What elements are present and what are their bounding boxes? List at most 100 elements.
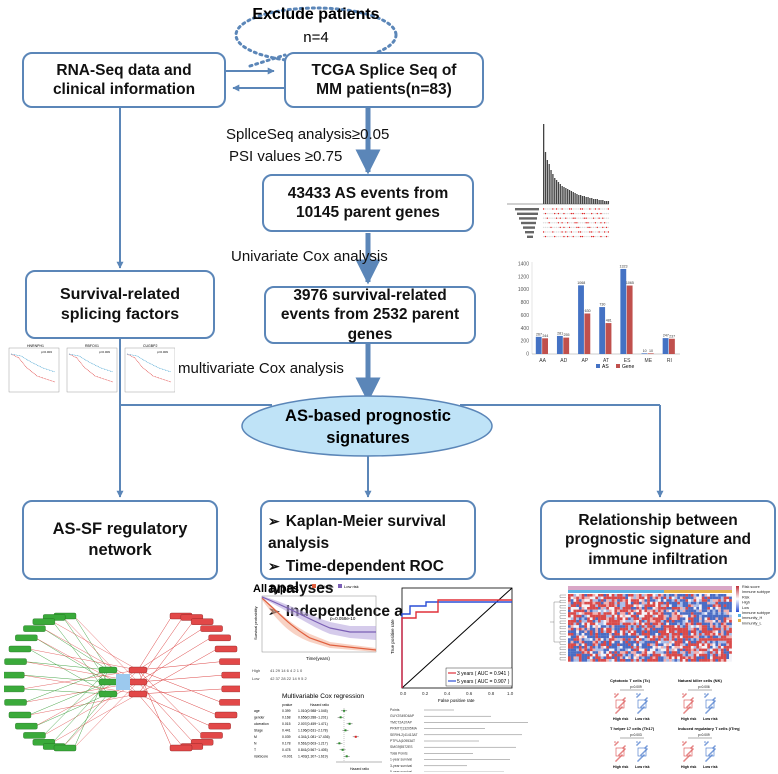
heatmap-cell [625, 646, 629, 649]
heatmap-cell [674, 638, 678, 641]
heatmap-cell [729, 635, 732, 639]
heatmap-cell [608, 596, 612, 600]
heatmap-cell [660, 614, 664, 618]
heatmap-cell [693, 633, 697, 636]
heatmap-cell [663, 648, 667, 652]
heatmap-cell [625, 640, 629, 644]
svg-text:42 37 28 22 14 9 5 2: 42 37 28 22 14 9 5 2 [270, 676, 307, 681]
heatmap-cell [652, 627, 656, 631]
network-edge [137, 681, 218, 716]
network-node-sf [4, 671, 25, 679]
heatmap-cell [638, 601, 642, 605]
heatmap-cell [638, 656, 642, 660]
heatmap-cell [701, 620, 705, 623]
heatmap-cell [709, 625, 713, 628]
heatmap-cell [688, 633, 691, 636]
heatmap-cell [617, 643, 620, 647]
network-edge [28, 648, 139, 671]
rnaseq-box: RNA-Seq data and clinical information [22, 52, 226, 108]
heatmap-cell [636, 620, 640, 623]
network-node-as [169, 744, 193, 752]
heatmap-cell [614, 594, 618, 597]
boxplot-point [714, 697, 716, 699]
upset-dot [592, 208, 595, 210]
heatmap-cell [589, 630, 593, 634]
heatmap-cell [682, 643, 686, 647]
heatmap-cell [688, 604, 691, 608]
heatmap-cell [704, 596, 708, 600]
heatmap-cell [690, 604, 694, 608]
heatmap-cell [587, 607, 590, 610]
forest-row-hr: 1.403(1.307~1.619) [298, 755, 328, 759]
upset-dot [546, 235, 548, 238]
heatmap-cell [688, 614, 691, 618]
heatmap-cell [603, 604, 607, 608]
upset-dot [587, 217, 589, 219]
heatmap-cell [658, 594, 661, 597]
heatmap-cell [606, 596, 610, 600]
upset-dot [542, 212, 545, 215]
upset-dot [546, 226, 548, 229]
heatmap-cell [693, 620, 697, 623]
upset-dot [550, 212, 552, 215]
heatmap-cell [707, 643, 711, 647]
upset-dot [583, 208, 585, 210]
heatmap-cell [619, 630, 623, 634]
upset-dot [579, 235, 582, 238]
bar-as [662, 338, 669, 354]
heatmap-cell [671, 640, 675, 644]
upset-dot [566, 212, 569, 215]
boxplot-point [644, 750, 646, 752]
heatmap-cell [598, 633, 601, 636]
heatmap-legend-entry: Immunity_L [742, 621, 762, 625]
heatmap-cell [655, 638, 659, 641]
heatmap-cell [603, 648, 607, 652]
heatmap-cell [570, 653, 574, 657]
heatmap-cell [576, 651, 579, 654]
heatmap-dendrogram [559, 605, 566, 609]
upset-dot [605, 212, 608, 215]
upset-dot [544, 222, 547, 224]
heatmap-cell [720, 599, 724, 602]
heatmap-cell [723, 659, 727, 662]
bar-as [620, 268, 627, 354]
heatmap-cell [652, 630, 656, 634]
heatmap-cell [587, 659, 590, 662]
heatmap-cell [589, 594, 593, 597]
heatmap-cell [726, 646, 730, 649]
heatmap-cell [666, 614, 670, 618]
heatmap-cell [649, 604, 653, 608]
heatmap-cell [647, 651, 650, 654]
heatmap-cell [576, 601, 579, 605]
upset-dot [596, 222, 598, 224]
boxplot-point [708, 757, 710, 759]
heatmap-cell [636, 640, 640, 644]
heatmap-cell [701, 638, 705, 641]
heatmap-cell [630, 656, 634, 660]
heatmap-cell [655, 614, 659, 618]
upset-dot [544, 226, 547, 229]
heatmap-cell [666, 625, 670, 628]
heatmap-cell [570, 630, 574, 634]
heatmap-cell [647, 614, 650, 618]
heatmap-cell [671, 651, 675, 654]
network-edge [137, 628, 203, 671]
heatmap-cell [600, 651, 604, 654]
heatmap-cell [715, 638, 719, 641]
upset-dot [581, 235, 584, 238]
heatmap-cell [718, 596, 721, 600]
nomogram-inset: PointsGUY2S49D6APTMCT2A37APPRMT7|13205MA… [390, 708, 528, 772]
upset-dot [554, 235, 556, 238]
heatmap-cell [600, 594, 604, 597]
boxplot-pvalue: p=0.009 [698, 733, 710, 737]
heatmap-cell [682, 620, 686, 623]
heatmap-cell [679, 614, 683, 618]
heatmap-cell [652, 612, 656, 615]
heatmap-cell [729, 640, 732, 644]
boxplot-point [711, 706, 713, 708]
heatmap-cell [718, 622, 721, 626]
boxplot-box [683, 699, 693, 709]
heatmap-cell [595, 622, 599, 626]
heatmap-cell [699, 643, 702, 647]
bar-gene [605, 323, 612, 354]
